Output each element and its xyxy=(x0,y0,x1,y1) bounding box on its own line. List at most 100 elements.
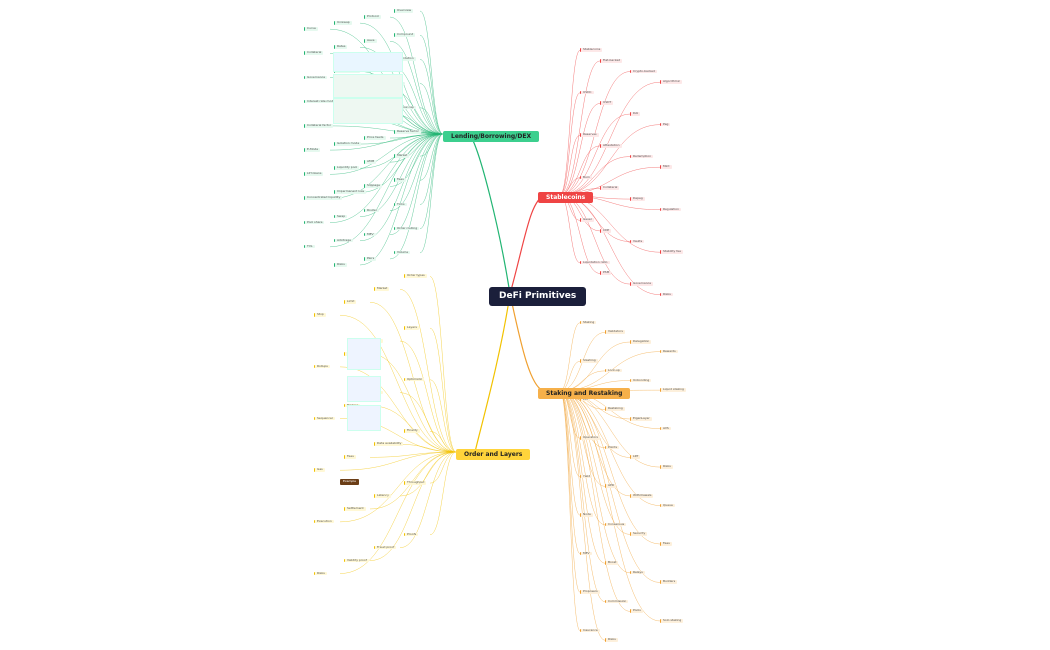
yellow-leaf-18[interactable]: Settlement xyxy=(344,506,366,511)
green-leaf-25[interactable]: AMM xyxy=(364,160,377,164)
green-leaf-1[interactable]: Protocol xyxy=(364,15,382,19)
orange-leaf-16[interactable]: Yield xyxy=(580,474,593,479)
red-leaf-13[interactable]: Collateral xyxy=(600,186,620,191)
orange-leaf-26[interactable]: Relays xyxy=(630,570,645,575)
green-leaf-0[interactable]: Overview xyxy=(394,9,414,13)
green-leaf-6[interactable]: Rates xyxy=(334,45,348,49)
yellow-leaf-13[interactable]: Data availability xyxy=(374,442,404,446)
yellow-leaf-14[interactable]: Fees xyxy=(344,455,356,459)
red-leaf-14[interactable]: Depeg xyxy=(630,197,645,201)
green-leaf-26[interactable]: Liquidity pool xyxy=(334,166,360,170)
branch-order-layers[interactable]: Order and Layers xyxy=(456,449,531,461)
orange-leaf-30[interactable]: Pools xyxy=(630,609,643,613)
orange-leaf-12[interactable]: Operators xyxy=(580,436,600,440)
red-leaf-0[interactable]: Stablecoins xyxy=(580,48,603,52)
red-leaf-6[interactable]: DAI xyxy=(630,112,641,116)
orange-leaf-29[interactable]: Commission xyxy=(605,599,629,604)
red-leaf-11[interactable]: Mint xyxy=(660,165,672,169)
green-leaf-28[interactable]: Fees xyxy=(394,178,406,182)
yellow-leaf-20[interactable]: Proofs xyxy=(404,532,419,537)
orange-leaf-28[interactable]: Proposers xyxy=(580,590,600,594)
orange-leaf-2[interactable]: Delegation xyxy=(630,340,652,344)
red-leaf-23[interactable]: Risks xyxy=(660,292,673,297)
green-leaf-35[interactable]: Pool share xyxy=(304,220,325,225)
orange-leaf-31[interactable]: Solo staking xyxy=(660,618,684,623)
orange-leaf-5[interactable]: Lock-up xyxy=(605,368,622,373)
green-leaf-19[interactable]: Collateral factor xyxy=(304,123,334,128)
orange-leaf-11[interactable]: AVS xyxy=(660,426,671,431)
green-leaf-30[interactable]: Impermanent loss xyxy=(334,190,367,194)
orange-leaf-23[interactable]: Fees xyxy=(660,542,672,546)
green-leaf-11[interactable]: Governance xyxy=(304,75,328,80)
orange-leaf-14[interactable]: LRT xyxy=(630,455,641,460)
orange-leaf-24[interactable]: MEV xyxy=(580,551,592,556)
orange-leaf-9[interactable]: Restaking xyxy=(605,407,625,411)
green-leaf-41[interactable]: Pairs xyxy=(364,256,377,261)
yellow-leaf-12[interactable]: Finality xyxy=(404,429,420,434)
yellow-leaf-16[interactable]: Throughput xyxy=(404,481,427,485)
red-leaf-5[interactable]: USDT xyxy=(600,101,614,106)
green-leaf-7[interactable]: Collateral xyxy=(304,51,324,55)
green-leaf-24[interactable]: Market xyxy=(394,154,410,158)
orange-leaf-20[interactable]: Node xyxy=(580,513,593,517)
orange-leaf-15[interactable]: Risks xyxy=(660,465,673,469)
green-leaf-22[interactable]: Isolation mode xyxy=(334,142,362,146)
green-leaf-37[interactable]: MEV xyxy=(364,232,376,237)
red-leaf-18[interactable]: Vaults xyxy=(630,239,645,244)
yellow-leaf-2[interactable]: Limit xyxy=(344,300,357,304)
yellow-leaf-1[interactable]: Market xyxy=(374,287,390,291)
red-leaf-7[interactable]: Peg xyxy=(660,122,671,127)
red-leaf-16[interactable]: Issuer xyxy=(580,218,594,222)
yellow-leaf-21[interactable]: Fraud proof xyxy=(374,545,397,550)
orange-leaf-19[interactable]: Queue xyxy=(660,503,675,508)
green-leaf-15[interactable]: Interest rate model xyxy=(304,99,338,104)
green-leaf-23[interactable]: E-Mode xyxy=(304,148,321,152)
orange-leaf-32[interactable]: Insurance xyxy=(580,628,600,633)
yellow-leaf-22[interactable]: Validity proof xyxy=(344,558,369,563)
orange-leaf-22[interactable]: Security xyxy=(630,532,648,536)
green-leaf-39[interactable]: TVL xyxy=(304,244,315,249)
red-leaf-19[interactable]: Stability fee xyxy=(660,250,683,254)
green-leaf-29[interactable]: Slippage xyxy=(364,184,382,188)
branch-stablecoins[interactable]: Stablecoins xyxy=(538,192,594,204)
yellow-leaf-15[interactable]: Gas xyxy=(314,468,325,472)
orange-leaf-21[interactable]: Consensus xyxy=(605,522,627,527)
red-leaf-9[interactable]: Attestation xyxy=(600,143,622,148)
yellow-leaf-7[interactable]: Rollups xyxy=(314,364,330,369)
green-leaf-33[interactable]: Router xyxy=(364,208,379,213)
green-leaf-38[interactable]: Arbitrage xyxy=(334,238,354,243)
orange-leaf-6[interactable]: Unbonding xyxy=(630,378,652,383)
red-leaf-21[interactable]: PSM xyxy=(600,271,612,276)
orange-leaf-7[interactable]: Liquid staking xyxy=(660,388,686,392)
branch-lending[interactable]: Lending/Borrowing/DEX xyxy=(443,131,540,143)
branch-staking[interactable]: Staking and Restaking xyxy=(538,388,631,400)
yellow-leaf-23[interactable]: Risks xyxy=(314,571,327,576)
red-leaf-3[interactable]: Algorithmic xyxy=(660,80,683,84)
green-leaf-40[interactable]: Volume xyxy=(394,250,411,255)
yellow-leaf-0[interactable]: Order types xyxy=(404,274,427,279)
yellow-leaf-11[interactable]: Sequencer xyxy=(314,416,336,421)
green-leaf-34[interactable]: Swap xyxy=(334,214,348,219)
orange-leaf-4[interactable]: Slashing xyxy=(580,359,598,363)
yellow-leaf-19[interactable]: Execution xyxy=(314,519,334,524)
red-leaf-20[interactable]: Liquidation ratio xyxy=(580,260,610,265)
orange-leaf-13[interactable]: Points xyxy=(605,445,620,450)
green-leaf-32[interactable]: Ticks xyxy=(394,202,407,207)
red-leaf-2[interactable]: Crypto-backed xyxy=(630,69,657,74)
orange-leaf-18[interactable]: Withdrawals xyxy=(630,493,654,498)
red-leaf-12[interactable]: Burn xyxy=(580,175,593,180)
orange-leaf-1[interactable]: Validators xyxy=(605,330,625,335)
orange-leaf-33[interactable]: Risks xyxy=(605,638,618,642)
orange-leaf-3[interactable]: Rewards xyxy=(660,349,678,354)
yellow-leaf-8[interactable]: Optimistic xyxy=(404,377,425,382)
yellow-leaf-17[interactable]: Latency xyxy=(374,494,391,498)
orange-leaf-0[interactable]: Staking xyxy=(580,320,597,325)
green-leaf-3[interactable]: Curve xyxy=(304,27,318,31)
green-leaf-20[interactable]: Reserve factor xyxy=(394,129,421,134)
red-leaf-10[interactable]: Redemption xyxy=(630,154,654,159)
green-leaf-36[interactable]: Order routing xyxy=(394,226,420,231)
green-leaf-21[interactable]: Price feeds xyxy=(364,136,386,140)
orange-leaf-8[interactable]: LST xyxy=(580,397,591,402)
red-leaf-8[interactable]: Reserves xyxy=(580,133,599,137)
orange-leaf-10[interactable]: EigenLayer xyxy=(630,416,652,421)
